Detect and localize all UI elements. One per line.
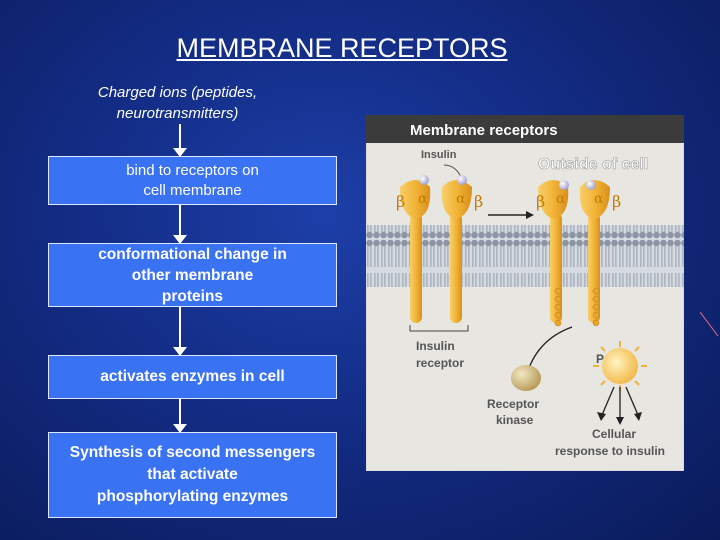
insulin-receptor-inactive: β α α β (396, 175, 483, 323)
step-2-line-1: conformational change in (98, 245, 287, 263)
receptor-label-line-1: Insulin (416, 339, 455, 353)
receptor-bracket (409, 325, 469, 332)
step-3-line-1: activates enzymes in cell (100, 368, 285, 385)
decorative-line (700, 312, 719, 337)
kinase-label-line-2: kinase (496, 413, 534, 427)
step-2-line-3: proteins (161, 287, 224, 305)
intro-line-1: Charged ions (peptides, (97, 84, 258, 101)
phosphate-groups (554, 287, 600, 327)
beta-symbol-4: β (612, 192, 621, 211)
intro-text: Charged ions (peptides, neurotransmitter… (60, 82, 295, 124)
alpha-symbol-4: α (594, 191, 604, 207)
beta-symbol-2: β (474, 192, 483, 211)
beta-symbol-1: β (396, 192, 405, 211)
flow-arrow-1 (173, 124, 187, 157)
step-1-line-2: cell membrane (143, 181, 242, 199)
flow-arrow-2 (173, 205, 187, 244)
page-title: MEMBRANE RECEPTORS (176, 33, 508, 63)
step-1-line-1: bind to receptors on (126, 161, 259, 179)
alpha-symbol-1: α (418, 191, 428, 207)
flow-step-activates-enzymes: activates enzymes in cell (48, 355, 337, 399)
response-arrows (601, 386, 639, 419)
insulin-label: Insulin (421, 149, 457, 161)
membrane-receptor-figure: Membrane receptors Insulin Outside of ce… (366, 115, 684, 471)
outside-of-cell-label: Outside of cell (538, 156, 648, 173)
phosphorylated-kinase: P (593, 341, 647, 391)
step-4-line-1: Synthesis of second messengers (69, 444, 316, 461)
receptor-kinase (511, 365, 541, 391)
step-2-line-2: other membrane (131, 266, 254, 284)
beta-symbol-3: β (536, 192, 545, 211)
response-label-line-2: response to insulin (555, 444, 665, 458)
alpha-symbol-3: α (556, 191, 566, 207)
step-4-line-2: that activate (147, 466, 238, 483)
flow-step-second-messengers: Synthesis of second messengers that acti… (48, 432, 337, 518)
receptor-label-line-2: receptor (416, 356, 464, 370)
response-label-line-1: Cellular (592, 427, 636, 441)
figure-heading: Membrane receptors (410, 122, 558, 139)
step-4-line-3: phosphorylating enzymes (96, 488, 289, 505)
phosphate-label: P (596, 352, 604, 366)
intro-line-2: neurotransmitters) (116, 105, 239, 122)
insulin-receptor-active: β α α β (536, 180, 621, 327)
kinase-label-line-1: Receptor (487, 397, 539, 411)
flow-step-conformational-change: conformational change in other membrane … (48, 243, 337, 307)
flow-arrow-3 (173, 307, 187, 356)
flow-step-bind: bind to receptors on cell membrane (48, 156, 337, 205)
alpha-symbol-2: α (456, 191, 466, 207)
figure-header-bar (366, 115, 684, 143)
flow-arrow-4 (173, 399, 187, 433)
